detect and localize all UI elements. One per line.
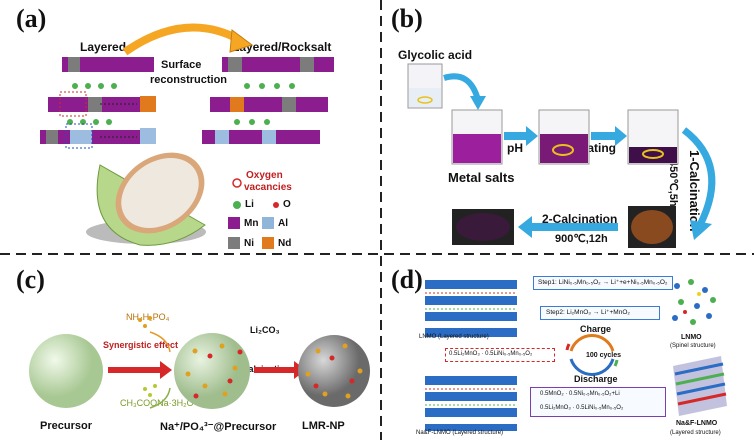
naf-lnmo-layered-structure [425,376,517,431]
nh4h2po4-text: NH₄H₂PO₄ [126,312,170,322]
precursor-sphere [29,334,103,408]
li2co3-text: Li₂CO₃ [250,325,280,335]
legend-al: Al [278,218,288,229]
calcination-2-condition: 900℃,12h [555,233,608,245]
surface-text: Surface [161,59,202,71]
glycolic-beaker [407,63,443,109]
lmr-np-label: LMR-NP [302,420,345,432]
lnmo-layered-caption: LNMO (Layered structure) [419,334,489,340]
layered-rocksalt-structure [202,57,334,144]
cycle-circle [565,334,619,376]
surface-reconstruction-arrow [122,23,242,56]
calcination-1-product [628,206,676,248]
hemisphere-particle [86,152,206,246]
precursor-label: Precursor [40,420,92,432]
discharge-eq1: 0.5MnO₂ · 0.5Ni₀.₅Mn₀.₅O₂+Li [540,391,620,397]
legend-mn: Mn [244,218,259,229]
charge-text: Charge [580,324,612,334]
beaker-heating [627,109,679,165]
discharge-eq2: 0.5Li₂MnO₃ · 0.5LiNi₀.₅Mn₀.₅O₂ [540,405,624,411]
lnmo-spinel-structure [672,279,716,325]
naf-lnmo-right-structure [673,356,727,416]
legend-li: Li [245,199,254,210]
step2-text: Step2: Li₂MnO₃ → Li⁺+MnO₂ [546,309,630,316]
panel-c-label: (c) [16,265,45,294]
lnmo-spinel-label-2: (Spinel structure) [670,343,716,349]
glycolic-acid-text: Glycolic acid [398,48,473,62]
formula-mid-text: 0.5Li₂MnO₃ · 0.5LiNi₀.₅Mn₀.₅O₂ [449,351,533,357]
legend-oxygen-2: vacancies [244,182,292,193]
metal-salts-text: Metal salts [448,170,515,185]
step1-box [533,276,673,290]
layered-rocksalt-title: Layered/Rocksalt [232,40,332,54]
discharge-box [530,387,666,417]
pour-arrow [443,73,481,101]
ch3coona-text: CH₃COONa·3H₂O [120,398,194,408]
reconstruction-text: reconstruction [150,74,228,86]
legend-nd: Nd [278,238,292,249]
na-precursor-label: Na⁺/PO₄³⁻@Precursor [160,421,277,433]
formula-box [445,348,555,362]
discharge-text: Discharge [574,374,618,384]
ph-text: pH [507,141,523,155]
na-precursor-sphere [174,333,250,409]
legend-oxygen-1: Oxygen [246,170,283,181]
legend-o: O [283,199,291,210]
calcination-1-arrow [681,127,716,227]
panel-c-graphics [29,316,370,409]
panel-a-label: (a) [16,4,47,33]
lnmo-spinel-label-1: LNMO [681,334,702,341]
panel-d-graphics [425,279,727,431]
step1-text: Step1: LiNi₀.₅Mn₀.₅O₂ → Li⁺+e+Ni₀.₅Mn₀.₅… [538,279,668,286]
naf-lnmo-layered-caption: Na&F-LNMO (Layered structure) [416,430,504,436]
panel-b-label: (b) [391,4,423,33]
panel-b-graphics [407,63,716,248]
synergistic-effect-text: Synergistic effect [103,340,179,350]
calcination-2-text: 2-Calcination [542,212,618,226]
step2-box [540,306,660,320]
panel-a-legend [228,178,279,249]
layered-structure [40,57,156,149]
cycles-text: 100 cycles [586,352,622,359]
layered-title: Layered [80,40,127,54]
naf-lnmo-right-label-2: (Layered structure) [670,430,721,436]
lnmo-layered-structure [425,280,517,337]
naf-lnmo-right-label-1: Na&F-LNMO [676,420,718,427]
beaker-ph [538,109,590,165]
beaker-metal-salts [451,109,503,165]
panel-d-label: (d) [391,265,423,294]
panel-a-graphics [40,23,334,249]
lmr-np-sphere [298,335,370,407]
calcination-2-product [452,209,514,245]
legend-ni: Ni [244,238,254,249]
